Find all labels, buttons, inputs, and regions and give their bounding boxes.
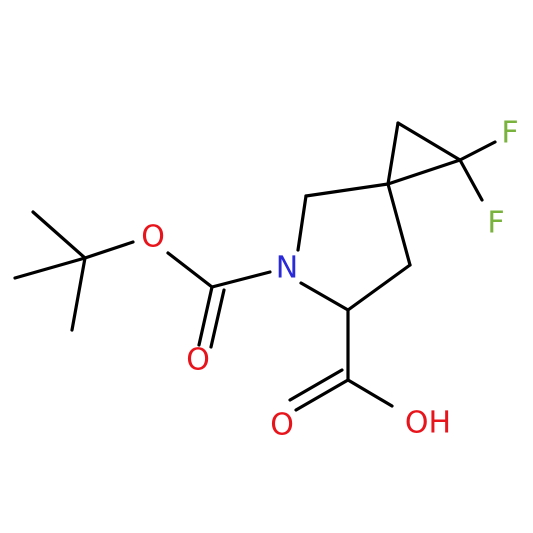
bond-tbu-methyl-left: [13, 256, 87, 280]
atom-label-oh: OH: [405, 406, 451, 441]
atom-label-o-ester: O: [141, 220, 165, 255]
bond-o-carbonyl-c: [166, 251, 214, 289]
atom-label-f-top: F: [501, 116, 518, 151]
atom-label-o-acid: O: [270, 408, 294, 443]
atom-label-f-bottom: F: [487, 206, 504, 241]
bond-cooh-c-oh: [346, 378, 394, 408]
bond-cooh-c-o-double-b: [288, 368, 344, 402]
bond-tbu-c-o: [83, 240, 135, 260]
bond-spiro-cp-top: [386, 121, 400, 186]
atom-label-n: N: [276, 251, 298, 286]
bond-c-n: [210, 270, 272, 289]
bond-cf2-spiro: [386, 158, 462, 186]
bond-cooh-c-o-double-a: [294, 378, 350, 412]
bond-c-f1: [458, 140, 497, 162]
bond-spiro-ch2-right: [386, 182, 412, 267]
bond-boc-c-o-double-b: [209, 288, 226, 349]
atom-label-o-carbonyl: O: [186, 343, 210, 378]
bond-ch-n: [299, 281, 350, 312]
bond-tbu-methyl-top: [31, 210, 87, 260]
bond-c-f2: [458, 158, 484, 202]
bond-n-ch2-top: [296, 194, 308, 252]
bond-ch2-ch: [346, 263, 412, 312]
bond-boc-c-o-double-a: [197, 285, 214, 347]
bond-tbu-methyl-bottom: [70, 256, 87, 332]
bond-cp-top-cf2: [396, 121, 462, 162]
bond-ch2-spiro: [304, 182, 390, 198]
